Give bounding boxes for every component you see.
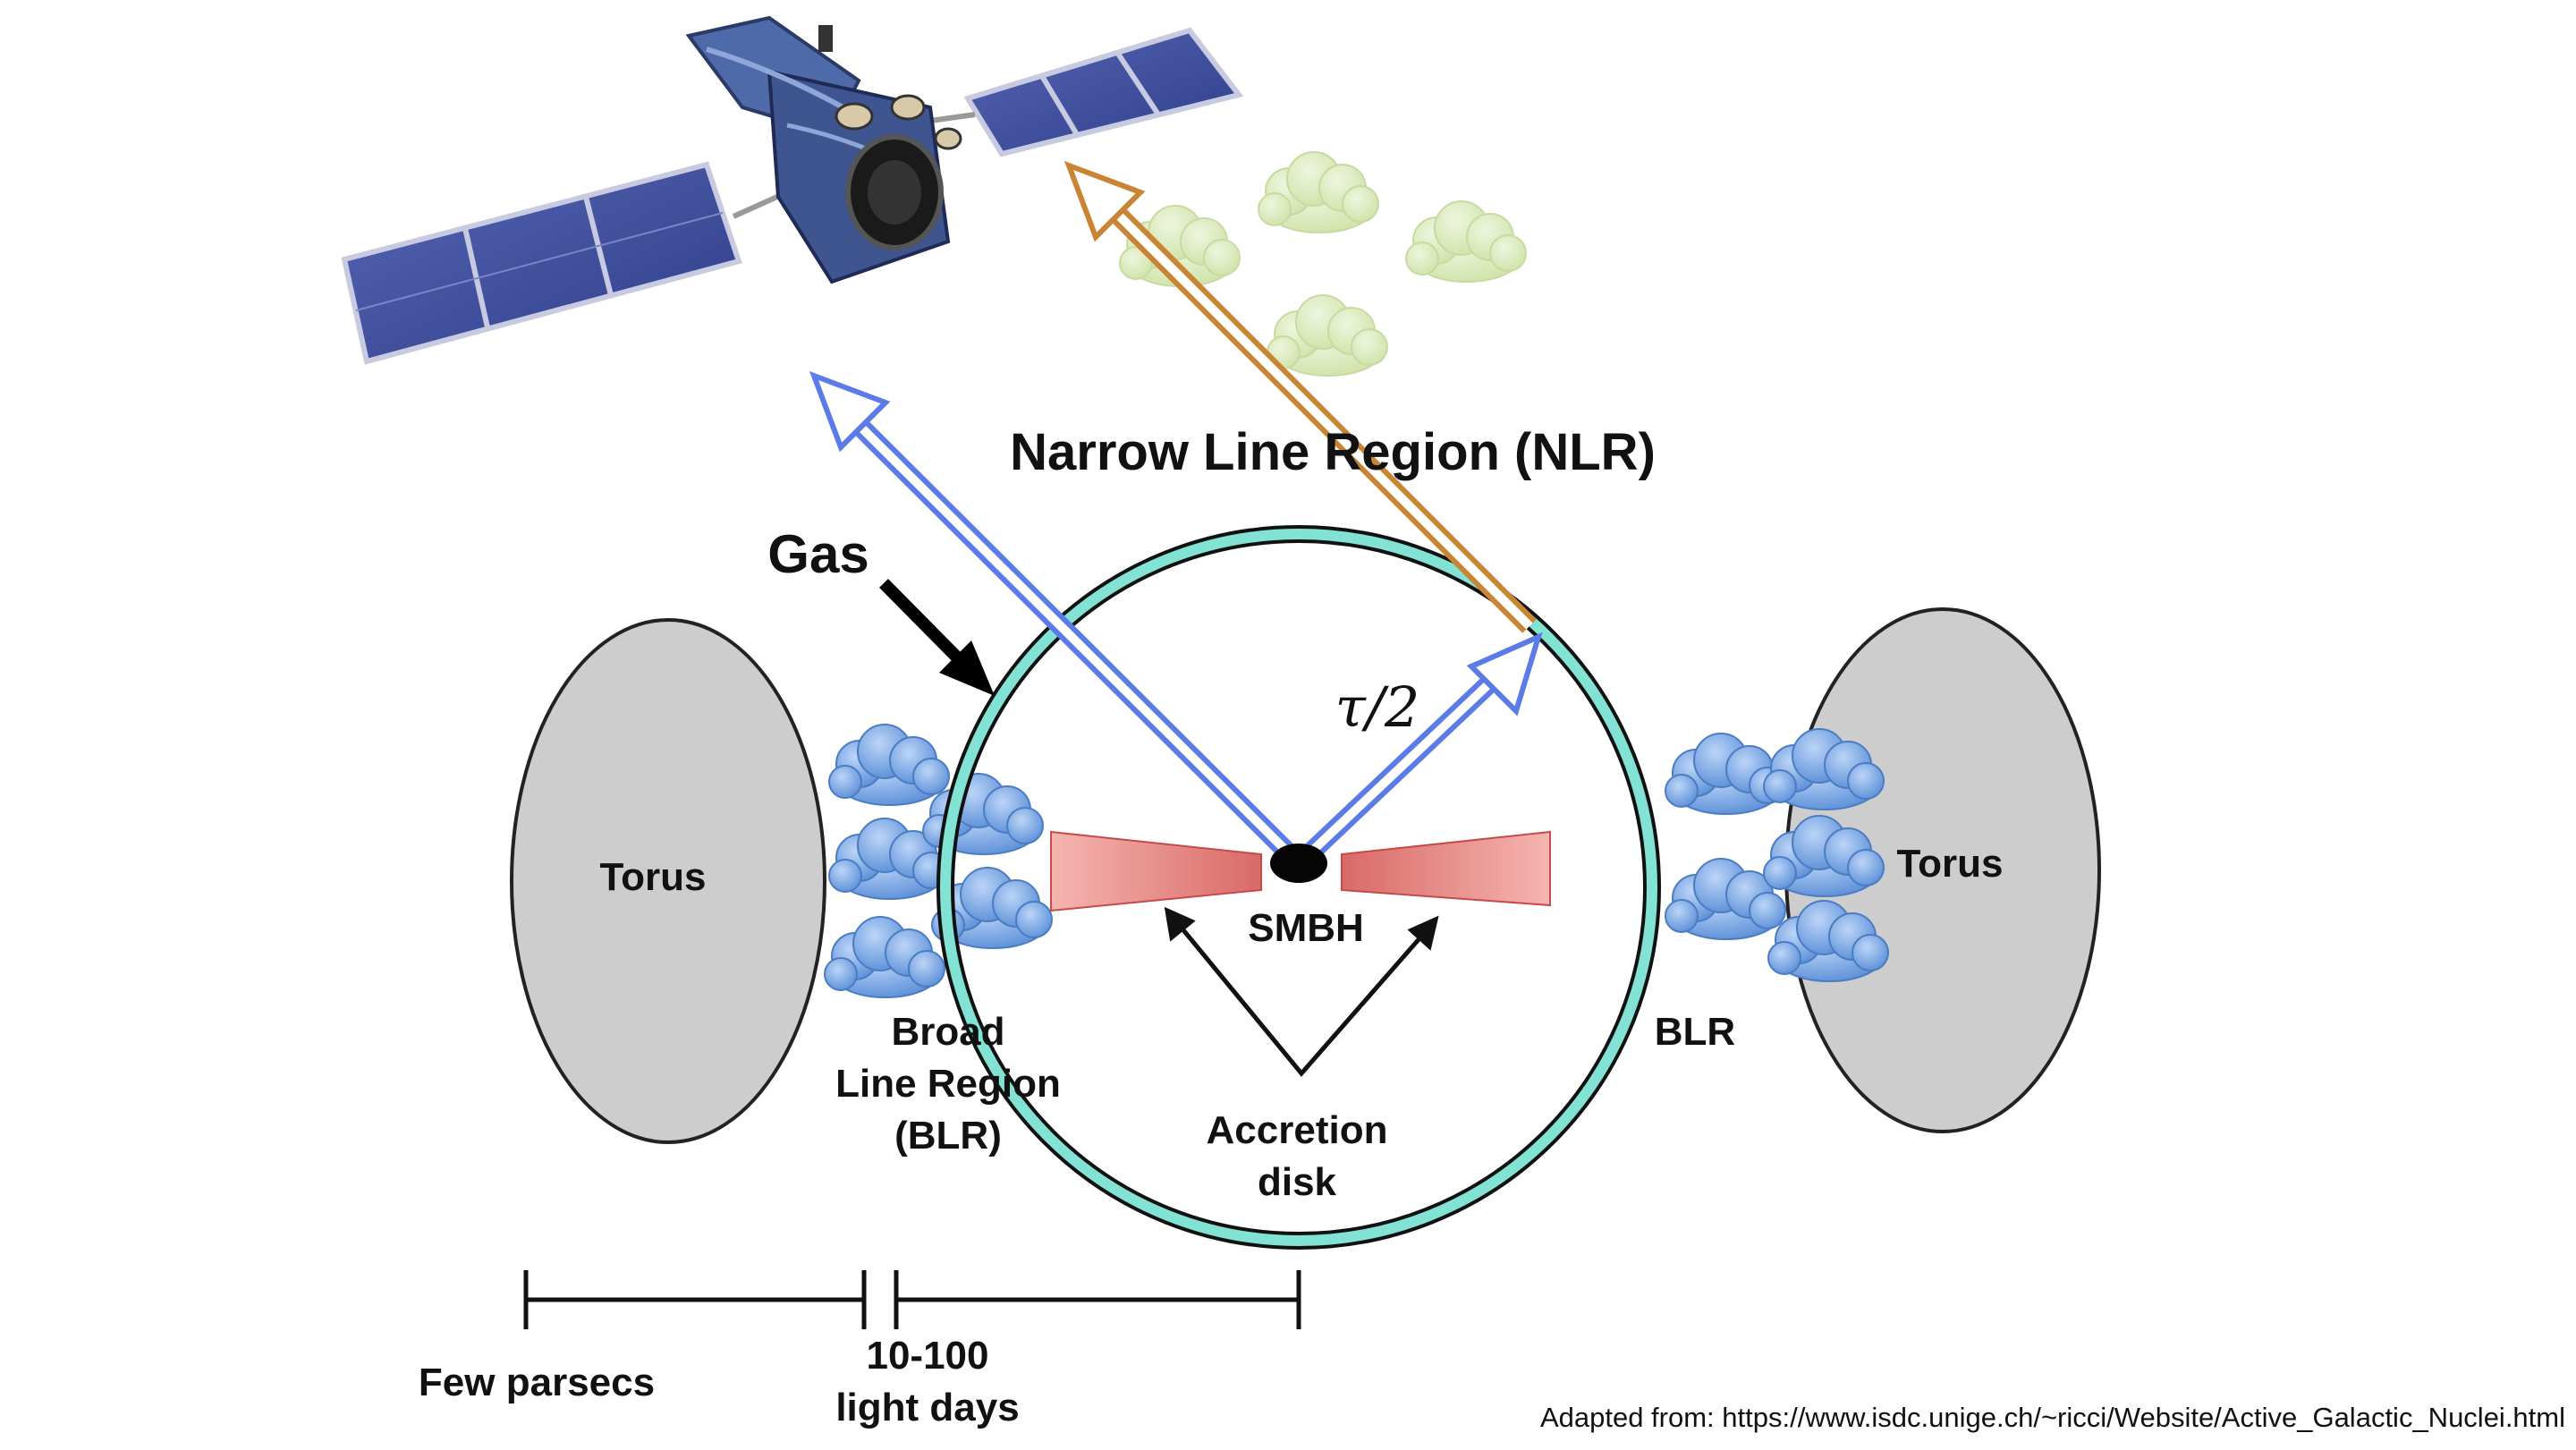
nlr-cloud — [1267, 294, 1388, 377]
accretion-disk — [1050, 830, 1551, 912]
nlr-label: Narrow Line Region (NLR) — [1010, 423, 1656, 481]
scale-bar-parsecs — [523, 1270, 867, 1329]
reflected-light-arrow — [1063, 160, 1537, 633]
blr-left-label-line1: Broad — [891, 1010, 1004, 1054]
accretion-pointer-arrows — [1164, 906, 1439, 1077]
torus-left: Torus — [510, 618, 826, 1144]
tau-half-label: τ/2 — [1335, 674, 1420, 740]
solar-panel-right — [963, 27, 1244, 157]
scale-label-parsecs: Few parsecs — [419, 1361, 655, 1404]
satellite-body — [685, 15, 962, 284]
accretion-label-line1: Accretion — [1207, 1108, 1388, 1152]
scale-bar-light-days — [894, 1270, 1301, 1329]
solar-panel-left — [341, 161, 742, 365]
scale-label-light-days-line2: light days — [835, 1386, 1019, 1429]
satellite-icon — [341, 15, 1244, 365]
nlr-cloud — [1405, 200, 1527, 283]
direct-light-arrow — [809, 370, 1300, 864]
blr-cloud — [824, 916, 945, 998]
torus-left-label: Torus — [600, 855, 707, 899]
nlr-cloud — [1258, 151, 1379, 233]
gas-arrow — [879, 579, 995, 696]
black-hole-icon — [1270, 844, 1327, 883]
scale-label-light-days-line1: 10-100 — [866, 1334, 988, 1378]
gas-ring — [940, 529, 1657, 1246]
gas-label: Gas — [767, 524, 869, 584]
credit-text: Adapted from: https://www.isdc.unige.ch/… — [1540, 1402, 2565, 1433]
blr-cloud — [828, 724, 950, 806]
blr-right-label: BLR — [1655, 1010, 1735, 1054]
blr-left-label-line2: Line Region — [835, 1062, 1061, 1106]
blr-left-label-line3: (BLR) — [894, 1114, 1002, 1157]
torus-right-label: Torus — [1897, 842, 2004, 886]
tau-half-arrow — [1299, 632, 1543, 864]
blr-cloud — [1665, 733, 1786, 815]
accretion-label-line2: disk — [1258, 1160, 1337, 1204]
blr-clouds-right — [1665, 728, 1889, 982]
smbh-label: SMBH — [1248, 906, 1364, 950]
